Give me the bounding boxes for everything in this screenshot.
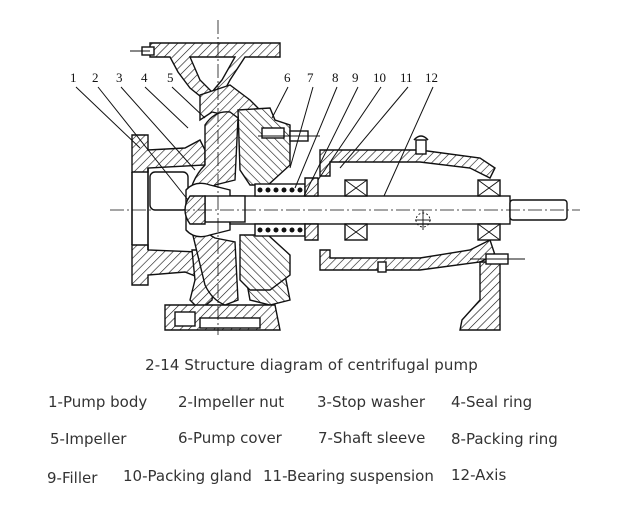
- part-number-4: 4: [141, 70, 148, 85]
- leader-lines: [75, 86, 434, 201]
- part-number-9: 9: [352, 70, 359, 85]
- legend-item-5: 5-Impeller: [50, 430, 127, 448]
- legend-item-8: 8-Packing ring: [451, 430, 558, 448]
- part-number-3: 3: [116, 70, 123, 85]
- part-number-2: 2: [92, 70, 99, 85]
- legend-item-11: 11-Bearing suspension: [263, 467, 434, 485]
- legend-item-6: 6-Pump cover: [178, 429, 282, 447]
- part-number-8: 8: [332, 70, 339, 85]
- part-number-10: 10: [373, 70, 386, 85]
- discharge-nozzle: [130, 42, 281, 101]
- oil-level-mark: [415, 210, 431, 230]
- figure-caption: 2-14 Structure diagram of centrifugal pu…: [145, 356, 478, 374]
- part-number-12: 12: [425, 70, 438, 85]
- legend-item-9: 9-Filler: [47, 469, 98, 487]
- part-number-1: 1: [70, 70, 77, 85]
- part-number-5: 5: [167, 70, 174, 85]
- legend-item-2: 2-Impeller nut: [178, 393, 285, 411]
- bearing-suspension: [319, 135, 501, 273]
- packing-assembly: [254, 177, 319, 241]
- part-number-labels: 1 2 3 4 5 6 7 8 9 10 11 12: [70, 70, 438, 85]
- legend-item-4: 4-Seal ring: [451, 393, 533, 411]
- legend-item-12: 12-Axis: [451, 466, 507, 484]
- legend-item-10: 10-Packing gland: [123, 467, 252, 485]
- legend-item-3: 3-Stop washer: [317, 393, 426, 411]
- legend-item-1: 1-Pump body: [48, 393, 148, 411]
- support-foot: [459, 253, 525, 331]
- pump-cross-section-diagram: 1 2 3 4 5 6 7 8 9 10 11 12: [70, 20, 580, 335]
- legend-item-7: 7-Shaft sleeve: [318, 429, 426, 447]
- part-number-7: 7: [307, 70, 314, 85]
- part-number-6: 6: [284, 70, 291, 85]
- part-number-11: 11: [400, 70, 413, 85]
